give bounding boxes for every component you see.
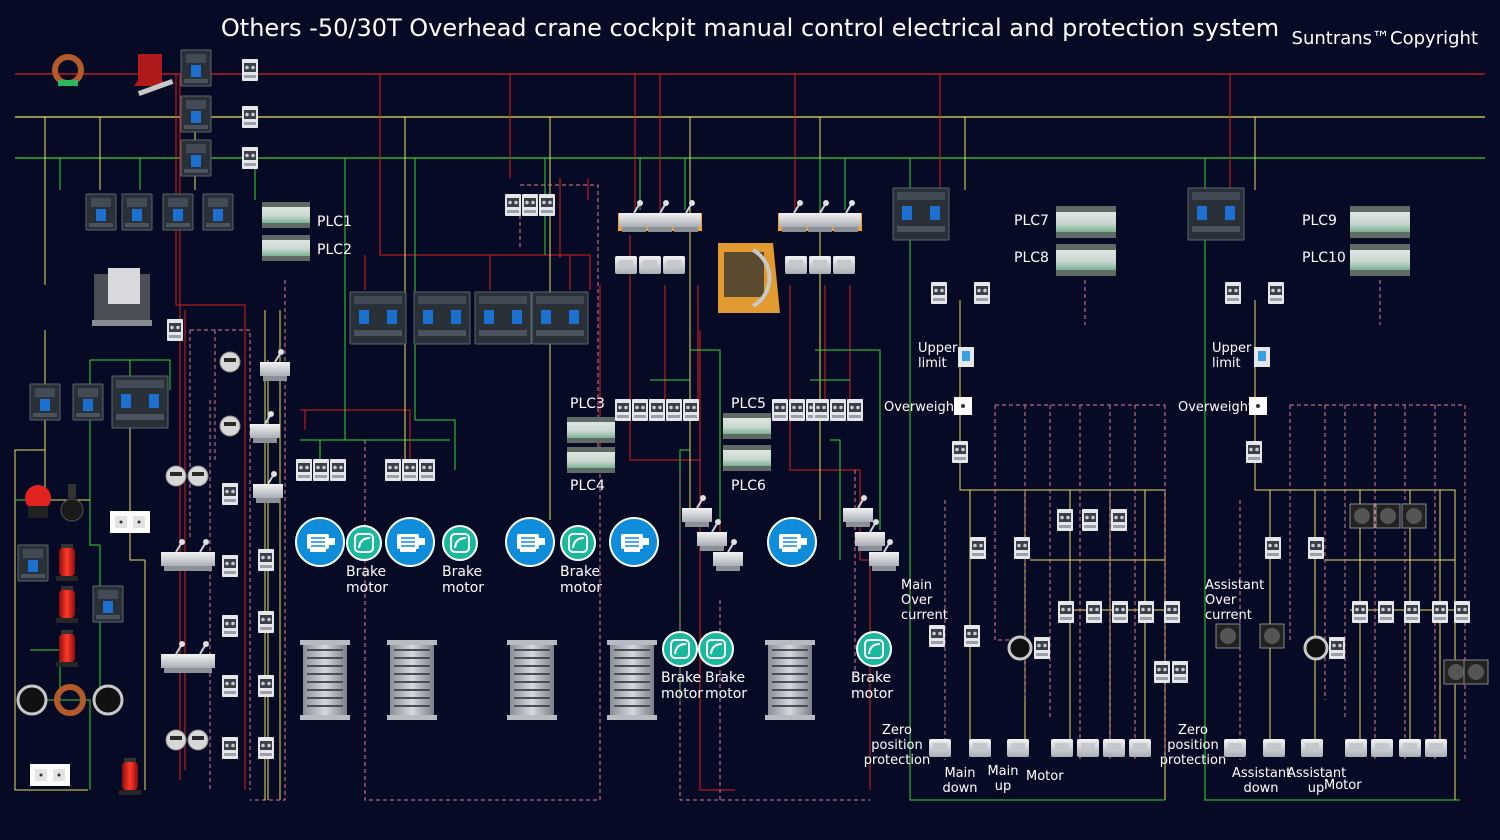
- motor-icon: [767, 517, 817, 567]
- cab-icon: [718, 243, 780, 313]
- busbars: [15, 73, 1485, 159]
- wiring-dashed: [189, 184, 1466, 801]
- brake-motor-icon: [856, 631, 892, 667]
- motor-icon: [609, 517, 659, 567]
- brake-motor-icon: [442, 525, 478, 561]
- hoist-controllers: [615, 199, 862, 274]
- main-hoist-devices: [892, 187, 1188, 757]
- main-motor-label: Motor: [1026, 769, 1064, 784]
- page-title: Others -50/30T Overhead crane cockpit ma…: [220, 14, 1280, 42]
- brake-motor-icon: [662, 631, 698, 667]
- main-contactors: [242, 59, 258, 169]
- emergency-stop-icon: [25, 485, 51, 518]
- feeder-breakers: [85, 193, 234, 231]
- motor-icon: [295, 517, 345, 567]
- plc8-label: PLC8: [1014, 250, 1049, 266]
- assistant-hoist-devices: [1187, 187, 1489, 757]
- voltage-transformer-icon: [134, 54, 174, 97]
- plc9-label: PLC9: [1302, 213, 1337, 229]
- brake-contactors: [505, 194, 555, 216]
- brake-motor-icon: [560, 525, 596, 561]
- main-overweight-label: Overweight: [884, 400, 960, 415]
- plc10-label: PLC10: [1302, 250, 1346, 266]
- brake-motor-icon: [346, 525, 382, 561]
- plc6-label: PLC6: [731, 478, 766, 494]
- plc1-label: PLC1: [317, 214, 352, 230]
- brake-motor-icon: [698, 631, 734, 667]
- current-transformer-icon: [52, 54, 84, 86]
- plc4-label: PLC4: [570, 478, 605, 494]
- plc2-label: PLC2: [317, 242, 352, 258]
- indicator-lamps: [16, 684, 124, 716]
- warning-beacons: [56, 544, 141, 795]
- control-transformer-icon: [92, 268, 152, 326]
- horn-icon: [60, 484, 84, 522]
- assistant-overweight-label: Overweight: [1178, 400, 1254, 415]
- motor-icon: [505, 517, 555, 567]
- assistant-motor-label: Motor: [1324, 778, 1362, 793]
- motor-breakers: [349, 291, 589, 345]
- small-contactors-left: [167, 319, 274, 759]
- plc3-label: PLC3: [570, 396, 605, 412]
- main-breaker-stack: [180, 49, 212, 177]
- motor-icon: [385, 517, 435, 567]
- plc7-label: PLC7: [1014, 213, 1049, 229]
- copyright-label: Suntrans™Copyright: [1291, 28, 1478, 49]
- plc5-label: PLC5: [731, 396, 766, 412]
